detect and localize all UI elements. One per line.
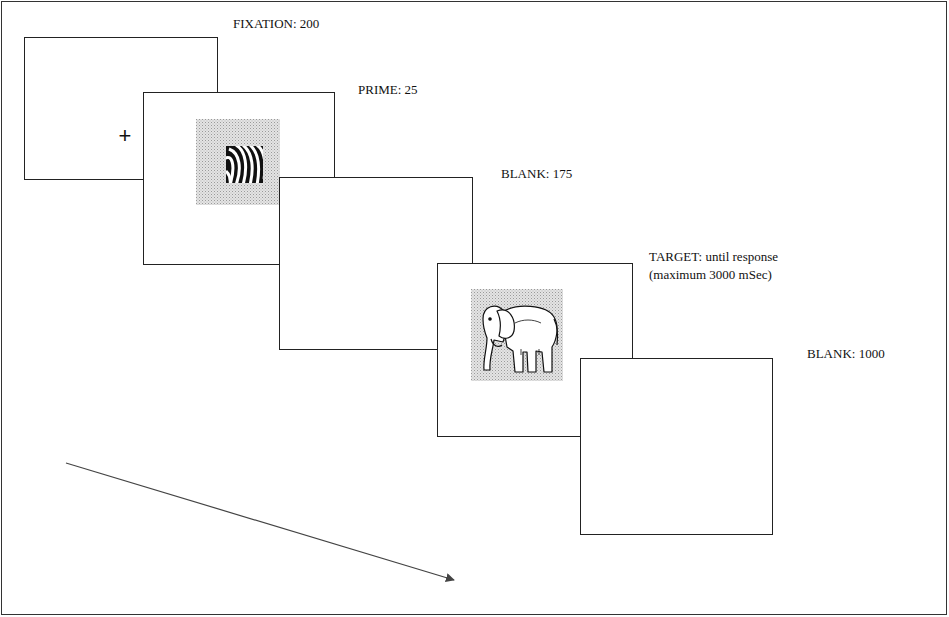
frame-label: PRIME: 25 [358,81,508,99]
label-slot: BLANK: 1000 [807,345,937,363]
frame-label: BLANK: 175 [501,165,651,183]
frame-label: TARGET: until response (maximum 3000 mSe… [649,248,817,283]
fixation-cross: + [111,121,139,151]
target-picture [471,289,563,381]
elephant-drawing [483,306,558,372]
label-slot: BLANK: 175 [501,165,651,183]
frame-label: BLANK: 1000 [807,345,937,363]
dotted-ground [196,119,280,205]
prime-picture [196,119,280,205]
label-slot: PRIME: 25 [358,81,508,99]
label-slot: TARGET: until response (maximum 3000 mSe… [649,248,817,283]
label-slot: FIXATION: 200 [233,15,383,33]
time-arrow [66,463,454,580]
dotted-ground [471,289,563,381]
label-slot: + [111,121,139,151]
frame-box: BLANK: 1000 [580,358,773,535]
frame-label: FIXATION: 200 [233,15,383,33]
zebra-stripes [226,146,263,183]
